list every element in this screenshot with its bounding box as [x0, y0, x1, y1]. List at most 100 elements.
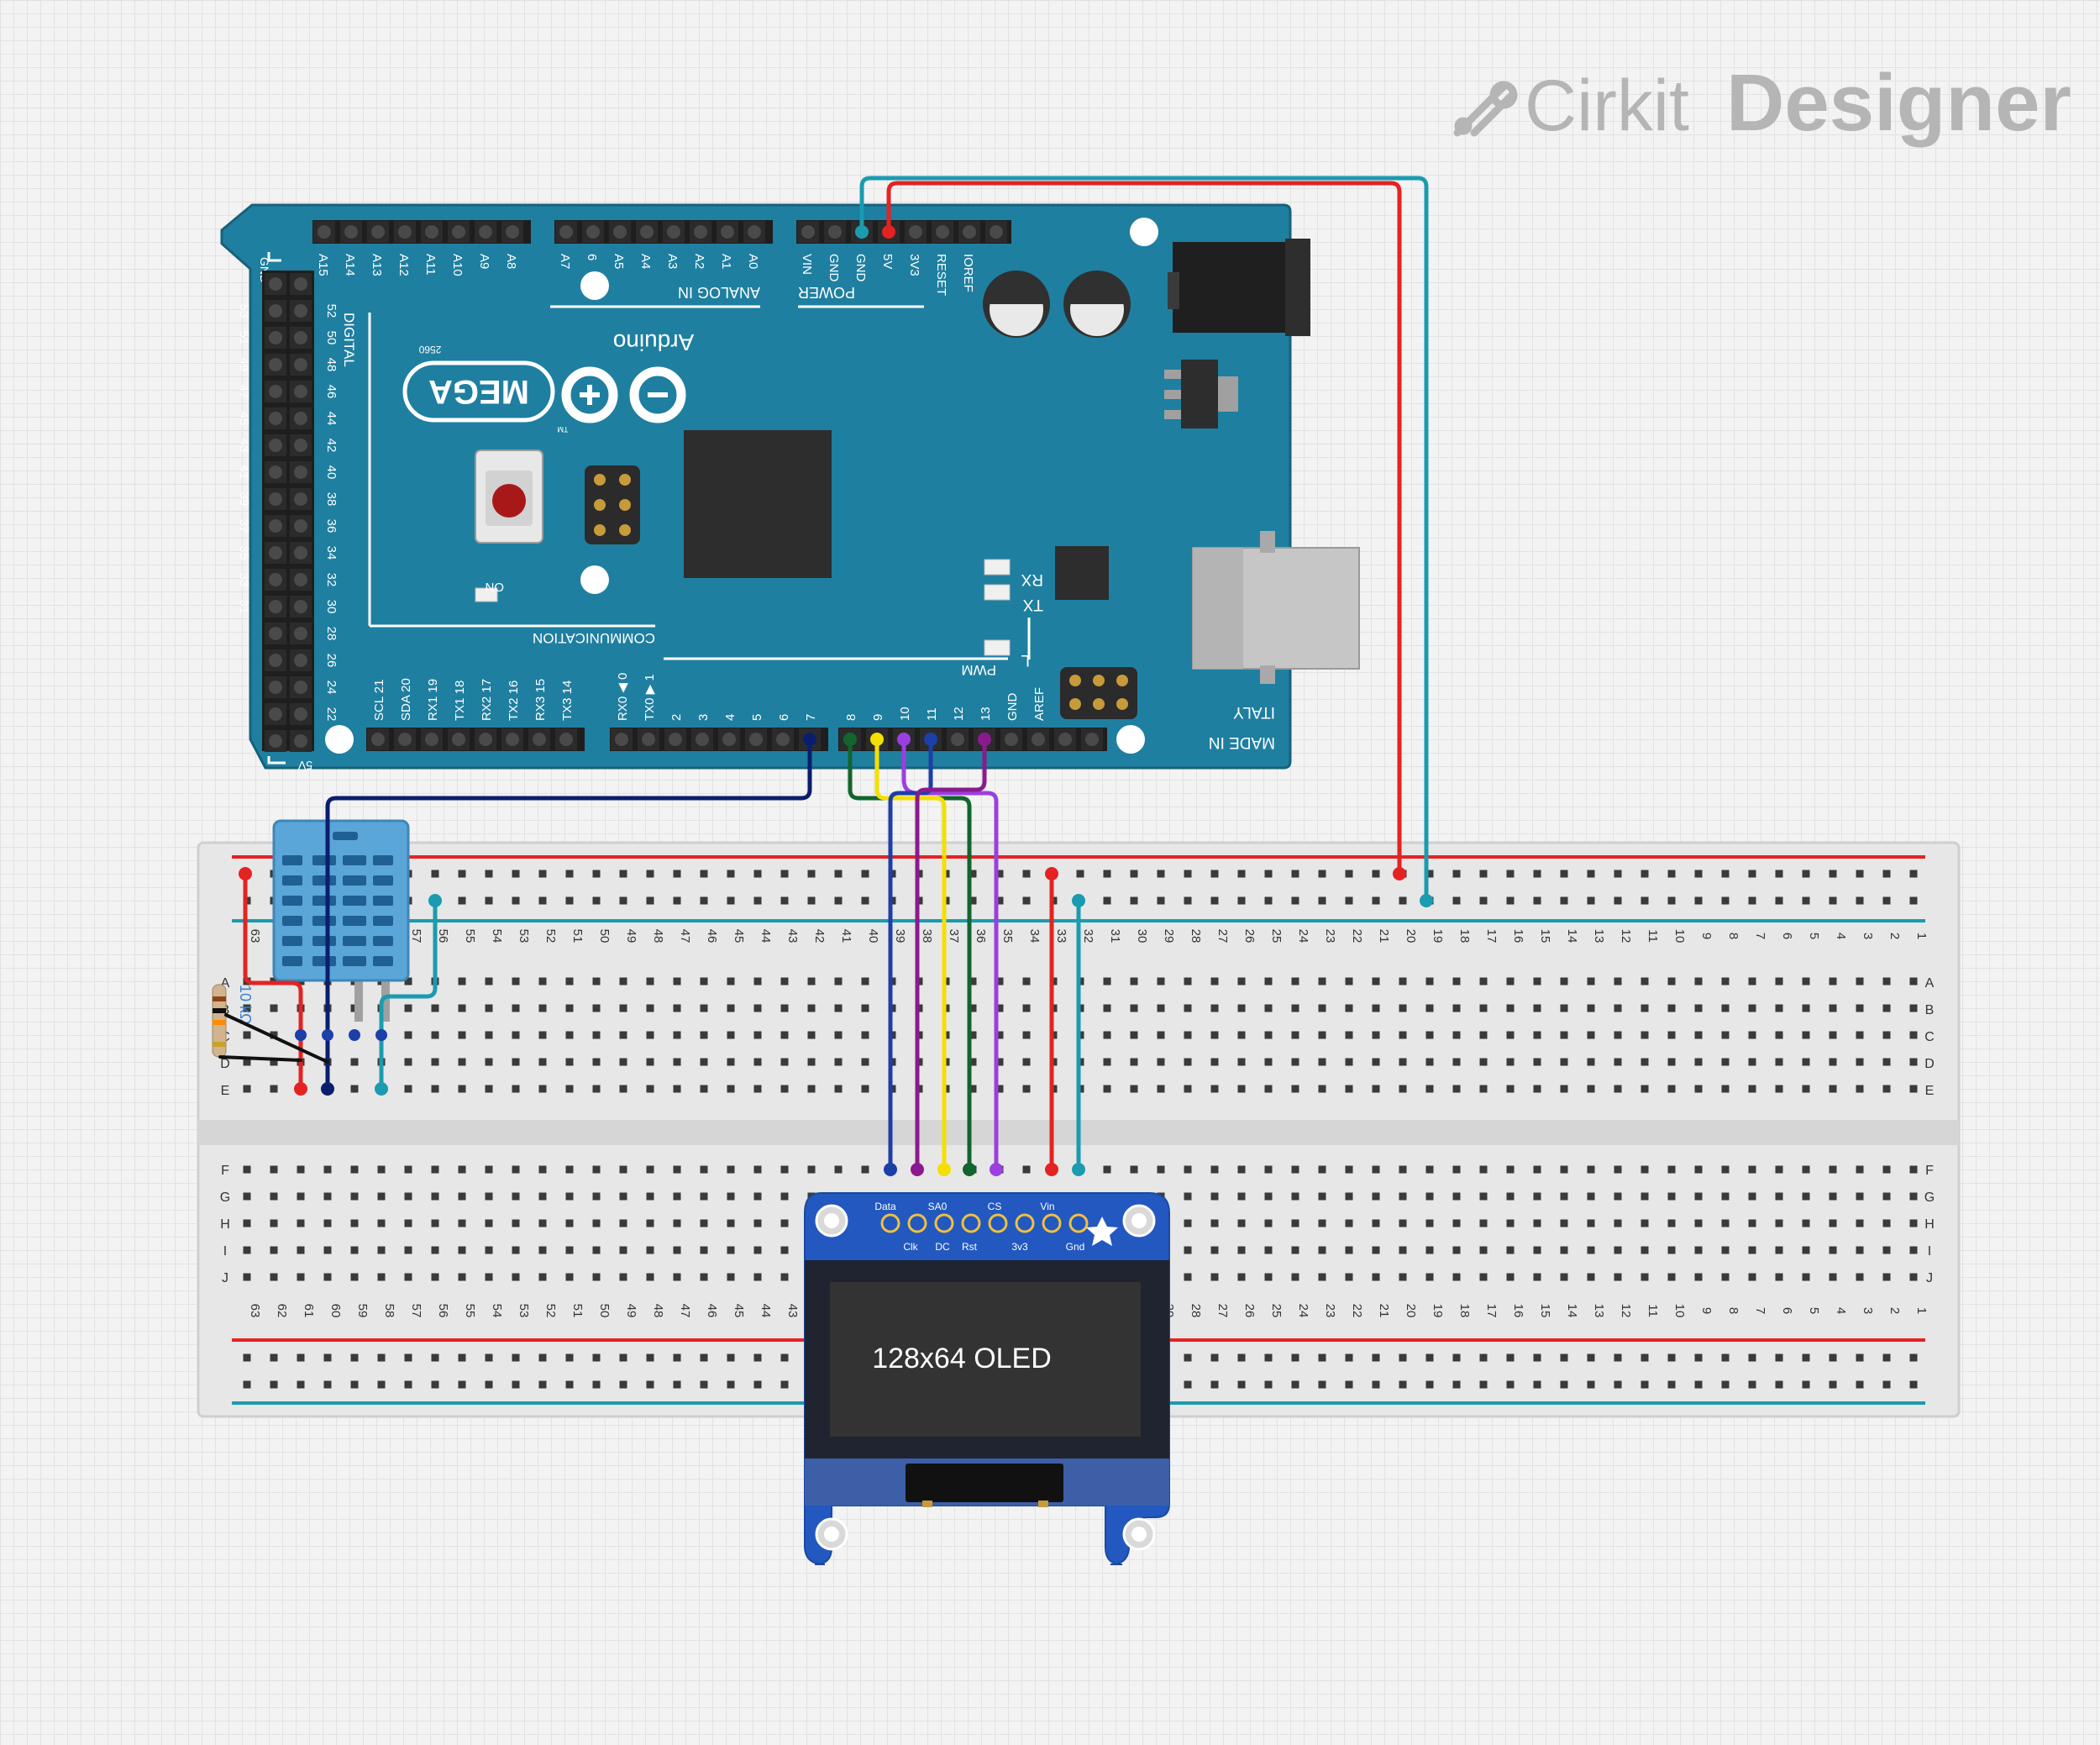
header-pin[interactable]: [265, 434, 286, 456]
breadboard-hole[interactable]: [619, 1058, 627, 1066]
breadboard-hole[interactable]: [1533, 1219, 1541, 1227]
breadboard-hole[interactable]: [1506, 1219, 1515, 1227]
breadboard-hole[interactable]: [1264, 1192, 1273, 1201]
rail-hole[interactable]: [619, 870, 627, 878]
breadboard-hole[interactable]: [1856, 1192, 1864, 1201]
header-pin[interactable]: [265, 596, 286, 618]
breadboard-hole[interactable]: [1210, 1192, 1219, 1201]
breadboard-hole[interactable]: [1372, 1246, 1380, 1254]
breadboard-hole[interactable]: [1694, 1219, 1703, 1227]
breadboard-hole[interactable]: [1533, 1031, 1541, 1039]
wire-dht-vcc-red[interactable]: [243, 871, 303, 1091]
rail-hole[interactable]: [1479, 870, 1488, 878]
breadboard-hole[interactable]: [1802, 1031, 1810, 1039]
breadboard-hole[interactable]: [243, 1192, 251, 1201]
breadboard-hole[interactable]: [1399, 1273, 1407, 1281]
rail-hole[interactable]: [1425, 1380, 1434, 1389]
rail-hole[interactable]: [619, 896, 627, 905]
rail-hole[interactable]: [1802, 1353, 1810, 1362]
breadboard-hole[interactable]: [458, 1058, 466, 1066]
breadboard-hole[interactable]: [404, 1085, 412, 1093]
breadboard-hole[interactable]: [1587, 977, 1595, 986]
breadboard-hole[interactable]: [995, 977, 1004, 986]
breadboard-hole[interactable]: [1614, 1192, 1622, 1201]
rail-hole[interactable]: [1372, 896, 1380, 905]
rail-hole[interactable]: [1130, 896, 1138, 905]
rail-hole[interactable]: [1318, 870, 1326, 878]
breadboard-hole[interactable]: [1533, 1085, 1541, 1093]
breadboard-hole[interactable]: [458, 977, 466, 986]
breadboard-hole[interactable]: [1694, 1273, 1703, 1281]
breadboard-hole[interactable]: [1318, 1219, 1326, 1227]
breadboard-hole[interactable]: [485, 1031, 493, 1039]
breadboard-hole[interactable]: [1264, 1085, 1273, 1093]
oled-pin[interactable]: [1042, 1213, 1062, 1233]
breadboard-hole[interactable]: [646, 977, 654, 986]
rail-hole[interactable]: [1694, 870, 1703, 878]
breadboard-hole[interactable]: [780, 1058, 789, 1066]
rail-hole[interactable]: [1560, 1380, 1568, 1389]
breadboard-hole[interactable]: [1560, 1246, 1568, 1254]
breadboard-hole[interactable]: [1721, 1165, 1730, 1174]
breadboard-hole[interactable]: [404, 1246, 412, 1254]
resistor[interactable]: 10 kΩ: [212, 984, 254, 1058]
header-pin[interactable]: [290, 596, 312, 618]
rail-hole[interactable]: [1345, 1353, 1353, 1362]
breadboard-hole[interactable]: [1667, 1165, 1676, 1174]
breadboard-hole[interactable]: [1667, 1192, 1676, 1201]
breadboard-hole[interactable]: [673, 1273, 681, 1281]
breadboard-hole[interactable]: [1345, 1273, 1353, 1281]
breadboard-hole[interactable]: [1291, 1273, 1299, 1281]
breadboard-hole[interactable]: [1775, 1246, 1783, 1254]
breadboard-hole[interactable]: [1829, 977, 1837, 986]
breadboard-hole[interactable]: [1318, 1246, 1326, 1254]
breadboard-hole[interactable]: [1372, 977, 1380, 986]
breadboard-hole[interactable]: [1452, 1219, 1461, 1227]
rail-hole[interactable]: [1587, 1353, 1595, 1362]
breadboard-hole[interactable]: [565, 1273, 574, 1281]
breadboard-hole[interactable]: [1425, 1058, 1434, 1066]
rail-hole[interactable]: [1076, 870, 1084, 878]
rail-hole[interactable]: [1452, 1353, 1461, 1362]
rail-hole[interactable]: [1210, 896, 1219, 905]
breadboard-hole[interactable]: [1641, 1165, 1649, 1174]
breadboard-hole[interactable]: [1560, 1192, 1568, 1201]
rail-hole[interactable]: [1667, 1353, 1676, 1362]
breadboard-hole[interactable]: [1560, 977, 1568, 986]
rail-hole[interactable]: [243, 1353, 251, 1362]
breadboard-hole[interactable]: [646, 1085, 654, 1093]
breadboard-hole[interactable]: [1856, 1165, 1864, 1174]
rail-hole[interactable]: [1882, 896, 1891, 905]
breadboard-hole[interactable]: [861, 1004, 869, 1012]
breadboard-hole[interactable]: [1882, 1165, 1891, 1174]
breadboard-hole[interactable]: [1721, 1192, 1730, 1201]
breadboard-hole[interactable]: [431, 1004, 439, 1012]
breadboard-hole[interactable]: [485, 1219, 493, 1227]
breadboard-hole[interactable]: [404, 1273, 412, 1281]
breadboard-hole[interactable]: [780, 1219, 789, 1227]
breadboard-hole[interactable]: [1452, 1058, 1461, 1066]
breadboard-hole[interactable]: [1210, 1085, 1219, 1093]
header-pin[interactable]: [290, 569, 312, 591]
breadboard-hole[interactable]: [1157, 1058, 1165, 1066]
breadboard-hole[interactable]: [780, 1004, 789, 1012]
breadboard-hole[interactable]: [995, 1058, 1004, 1066]
breadboard-hole[interactable]: [270, 1058, 278, 1066]
breadboard-hole[interactable]: [861, 977, 869, 986]
rail-hole[interactable]: [297, 1380, 305, 1389]
breadboard-hole[interactable]: [673, 1085, 681, 1093]
breadboard-hole[interactable]: [350, 1058, 359, 1066]
breadboard-hole[interactable]: [592, 1192, 601, 1201]
breadboard-hole[interactable]: [1802, 1004, 1810, 1012]
breadboard-hole[interactable]: [592, 1085, 601, 1093]
rail-hole[interactable]: [1372, 1380, 1380, 1389]
rail-hole[interactable]: [1425, 1353, 1434, 1362]
rail-hole[interactable]: [1103, 896, 1111, 905]
breadboard-hole[interactable]: [619, 1004, 627, 1012]
breadboard-hole[interactable]: [1802, 1246, 1810, 1254]
rail-hole[interactable]: [727, 1380, 735, 1389]
breadboard-hole[interactable]: [1829, 1192, 1837, 1201]
breadboard-hole[interactable]: [1748, 1246, 1756, 1254]
rail-hole[interactable]: [485, 1353, 493, 1362]
breadboard-hole[interactable]: [646, 1273, 654, 1281]
